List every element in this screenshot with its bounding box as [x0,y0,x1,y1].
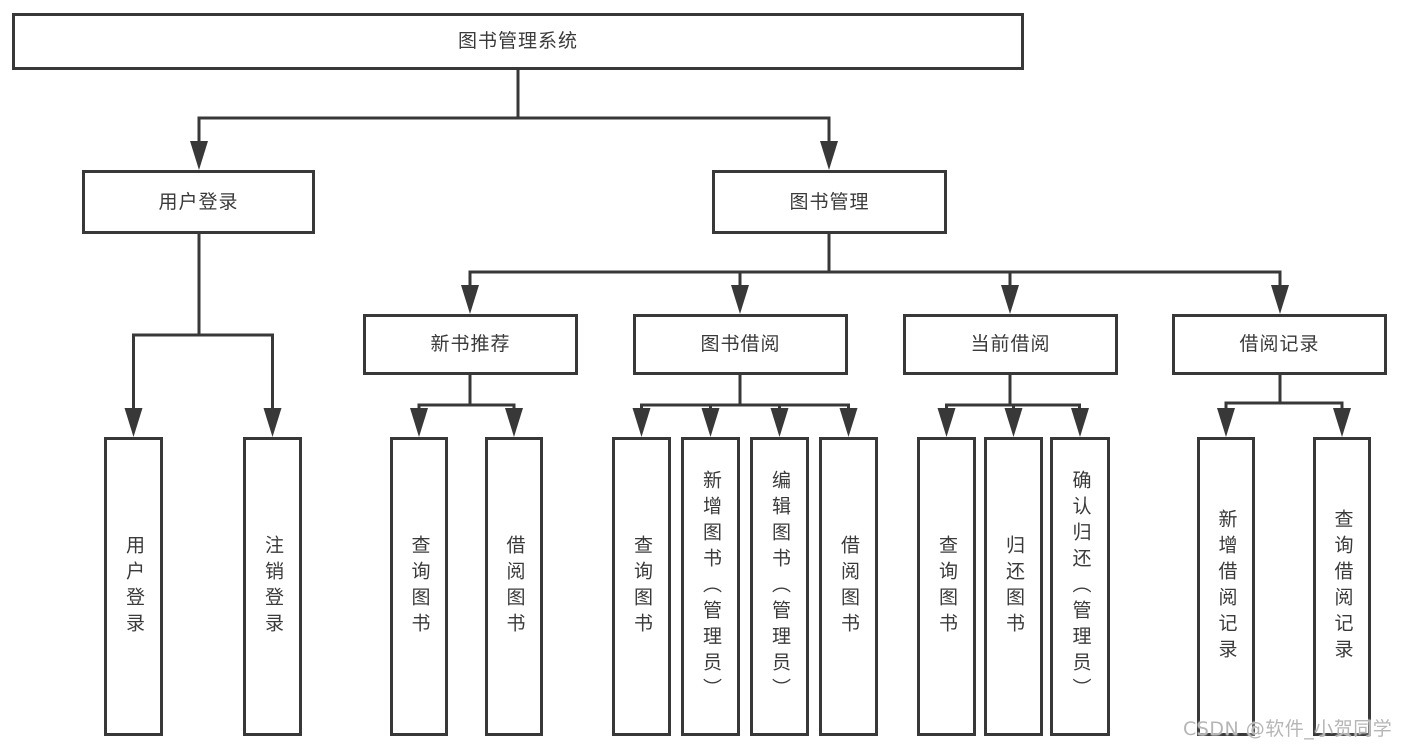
leaf-query-books-borrow: 查询图书 [612,437,671,736]
leaf-borrow-books-recommend: 借阅图书 [485,437,543,736]
node-book-management: 图书管理 [712,170,947,234]
leaf-confirm-return-admin: 确认归还（管理员） [1050,437,1110,736]
arrowheads [124,141,1351,437]
leaf-add-borrow-record: 新增借阅记录 [1197,437,1255,736]
watermark: CSDN @软件_小贺同学 [1183,718,1393,740]
node-current-borrow: 当前借阅 [903,314,1118,375]
leaf-query-books-recommend: 查询图书 [390,437,448,736]
leaf-query-books-current: 查询图书 [917,437,976,736]
node-borrow-records: 借阅记录 [1172,314,1387,375]
leaf-edit-books-admin: 编辑图书（管理员） [750,437,809,736]
leaf-query-borrow-record: 查询借阅记录 [1313,437,1371,736]
leaf-logout: 注销登录 [243,437,302,736]
tree-edges [132,70,1344,408]
node-user-login: 用户登录 [82,170,315,234]
node-root: 图书管理系统 [12,13,1024,70]
leaf-add-books-admin: 新增图书（管理员） [681,437,740,736]
leaf-return-books: 归还图书 [984,437,1043,736]
node-book-borrow: 图书借阅 [633,314,848,375]
leaf-borrow-books: 借阅图书 [819,437,878,736]
leaf-user-login: 用户登录 [104,437,163,736]
node-new-book-recommend: 新书推荐 [363,314,578,375]
